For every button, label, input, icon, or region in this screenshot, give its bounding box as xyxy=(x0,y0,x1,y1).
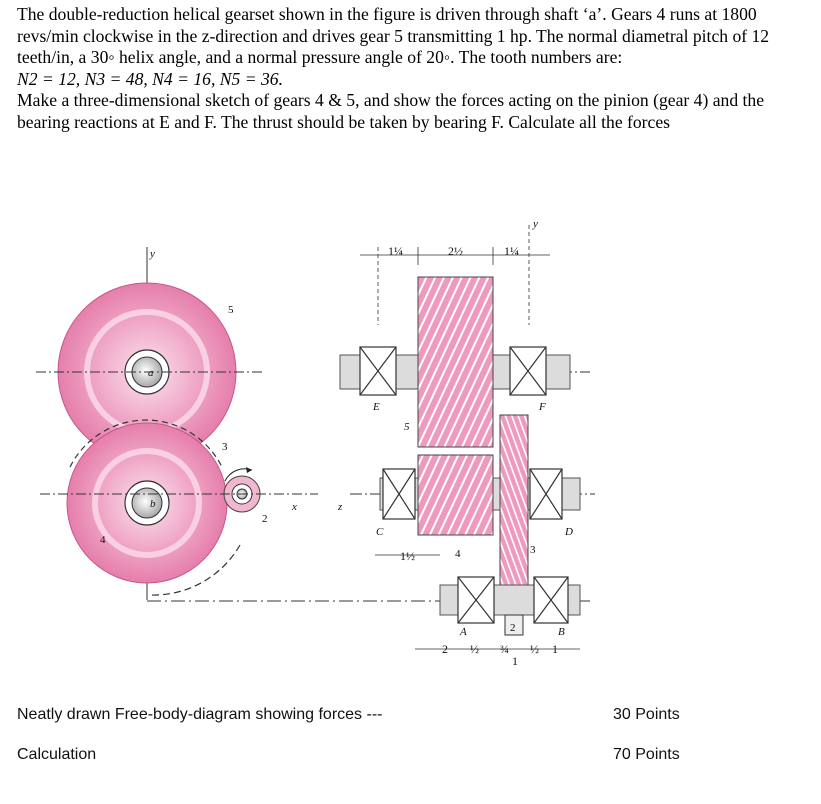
gear-3-label: 3 xyxy=(222,441,228,453)
shaft-a-label: a xyxy=(148,367,154,379)
gear-3-front-label: 3 xyxy=(530,544,536,556)
gear-4-front xyxy=(417,454,494,536)
gear-4-front-label: 4 xyxy=(455,548,461,560)
gear-3-ring xyxy=(92,448,202,558)
gear-2-front-label: 2 xyxy=(510,622,516,634)
dim-bot-4: ¾ xyxy=(500,642,509,656)
front-view: 1¼ 2½ 1¼ y E F 5 C D 4 3 xyxy=(339,218,595,668)
tooth-numbers-text: N2 = 12, N3 = 48, N4 = 16, N5 = 36. xyxy=(17,68,283,89)
dim-bot-5: ½ xyxy=(530,642,539,656)
gear-2-front xyxy=(504,614,524,636)
gear-3-pitch-arc xyxy=(149,544,241,596)
bearing-E-label: E xyxy=(372,401,380,413)
shaft-b xyxy=(131,487,163,519)
gear-2-label: 2 xyxy=(262,513,268,525)
bearing-C-cross xyxy=(382,468,416,520)
fbd-label: Neatly drawn Free-body-diagram showing f… xyxy=(17,706,383,723)
tooth-numbers: N2 = 12, N3 = 48, N4 = 16, N5 = 36. xyxy=(17,69,812,91)
bearing-B-cross xyxy=(533,576,569,624)
bearing-A-cross xyxy=(457,576,495,624)
dim-bot-3: 1 xyxy=(512,654,518,668)
bearing-A-label: A xyxy=(459,626,467,638)
z-axis-label: z xyxy=(337,501,343,513)
x-axis-label: x xyxy=(291,501,297,513)
bearing-D-cross xyxy=(529,468,563,520)
problem-paragraph-2: Make a three-dimensional sketch of gears… xyxy=(17,90,765,132)
fbd-points: 30 Points xyxy=(613,706,680,723)
gear-4-pitch-arc xyxy=(69,419,223,468)
dim-bot-6: 1 xyxy=(552,642,558,656)
shaft-b-label: b xyxy=(150,498,156,510)
bearing-F-cross xyxy=(509,346,547,396)
problem-statement: The double-reduction helical gearset sho… xyxy=(17,4,812,133)
gearset-figure: y a 5 b 3 4 2 x z xyxy=(36,218,595,668)
bearing-B-label: B xyxy=(558,626,565,638)
dim-bot-1: 2 xyxy=(442,642,448,656)
dim-top-2: 2½ xyxy=(448,244,463,258)
bearing-F-label: F xyxy=(538,401,546,413)
dim-top-3: 1¼ xyxy=(504,244,519,258)
bearing-D-label: D xyxy=(564,526,573,538)
bearing-E-cross xyxy=(359,346,397,396)
gear-5-label: 5 xyxy=(228,304,234,316)
problem-paragraph-1: The double-reduction helical gearset sho… xyxy=(17,4,770,67)
gear-5-front-label: 5 xyxy=(404,421,410,433)
dim-mid: 1½ xyxy=(400,549,415,563)
dim-bot-2: ½ xyxy=(470,642,479,656)
gear-4-side-label: 4 xyxy=(100,534,106,546)
calc-label: Calculation xyxy=(17,746,97,763)
rotation-arrowhead xyxy=(246,467,252,473)
dim-top-1: 1¼ xyxy=(388,244,403,258)
y-axis-label: y xyxy=(149,248,155,260)
bearing-C-label: C xyxy=(376,526,384,538)
gear-5-front xyxy=(417,276,494,448)
front-y-axis-label: y xyxy=(532,218,538,230)
calc-points: 70 Points xyxy=(613,746,680,763)
